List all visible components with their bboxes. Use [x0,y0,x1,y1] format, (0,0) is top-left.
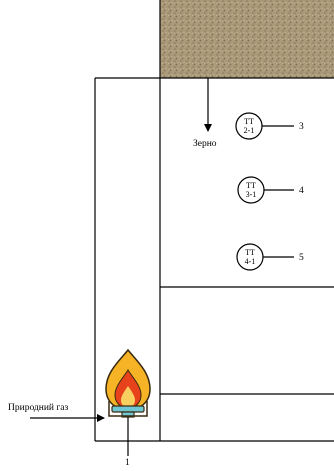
grain-label: Зерно [193,139,217,149]
burner-flame-icon [106,350,150,417]
sensor-label-top: ТТ [246,181,256,190]
temperature-sensor: ТТ 3-1 4 [238,177,304,203]
sensor-number: 4 [299,186,304,196]
sensor-label-bottom: 2-1 [244,126,255,135]
sensor-label-top: ТТ [244,117,254,126]
temperature-sensor: ТТ 4-1 5 [237,244,304,270]
burner-number: 1 [125,458,130,466]
sensor-label-bottom: 4-1 [245,257,256,266]
sensor-label-top: ТТ [245,248,255,257]
natural-gas-label: Природний газ [8,402,68,413]
sensor-number: 3 [299,122,304,132]
sensor-number: 5 [299,253,304,263]
sensor-label-bottom: 3-1 [246,190,257,199]
grain-hopper [160,0,334,78]
temperature-sensor: ТТ 2-1 3 [236,113,304,139]
